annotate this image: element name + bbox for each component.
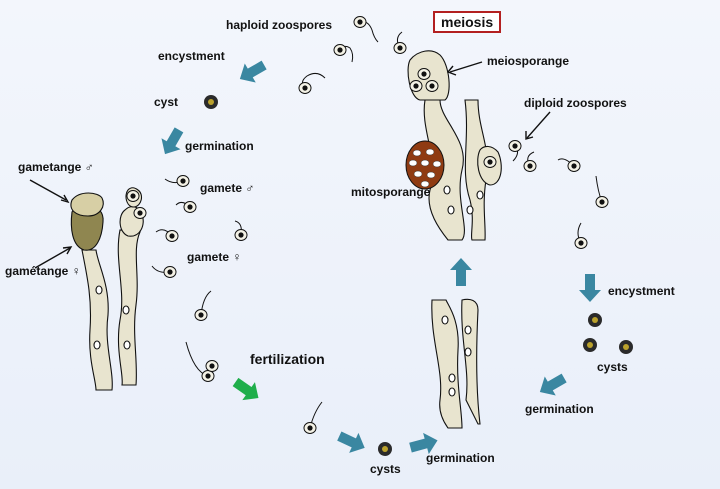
label-cyst: cyst <box>154 95 179 109</box>
label-gamete-female: gamete ♀ <box>187 250 242 264</box>
gametangia-structure <box>70 187 144 391</box>
label-cysts-bottom: cysts <box>370 462 401 476</box>
label-gametange-female: gamétange ♀ <box>5 264 81 278</box>
arrow-germination-right <box>534 368 570 402</box>
label-gamete-male: gamete ♂ <box>200 181 255 195</box>
label-fertilization: fertilization <box>250 351 325 367</box>
cyst-top <box>204 95 218 109</box>
arrow-fertilization <box>229 372 265 408</box>
cysts-right <box>583 313 633 354</box>
cyst-bottom <box>378 442 392 456</box>
gamete-cells <box>126 175 248 382</box>
label-germination-top: germination <box>185 139 254 153</box>
label-germination-right: germination <box>525 402 594 416</box>
label-encystment-right: encystment <box>608 284 675 298</box>
arrow-germination-top <box>155 124 189 160</box>
label-cysts-right: cysts <box>597 360 628 374</box>
label-mitosporange: mitosporange <box>351 185 431 199</box>
label-meiosporange: meiosporange <box>487 54 570 68</box>
arrow-to-cysts <box>334 426 370 458</box>
label-encystment-top: encystment <box>158 49 225 63</box>
arrow-encystment-top <box>234 55 270 89</box>
label-meiosis: meiosis <box>433 11 502 33</box>
diploid-zoospore-cells <box>508 140 609 249</box>
arrow-up <box>450 258 472 286</box>
zygote <box>303 401 323 434</box>
label-germination-bottom: germination <box>426 451 495 465</box>
gametes <box>151 178 242 377</box>
arrow-encystment-right <box>579 274 601 302</box>
diploid-zoospores <box>512 144 603 244</box>
pointer-lines <box>29 61 551 269</box>
label-diploid-zoospores: diploid zoospores <box>524 96 627 110</box>
mitosporange <box>405 140 445 190</box>
label-haploid-zoospores: haploid zoospores <box>226 18 333 32</box>
label-gametange-male: gametange ♂ <box>18 160 94 174</box>
germinated-hyphae <box>431 298 481 429</box>
